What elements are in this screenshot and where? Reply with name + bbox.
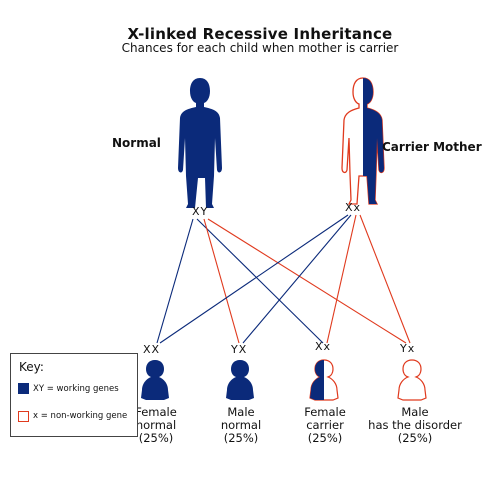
child3-figure xyxy=(309,359,339,401)
father-silhouette xyxy=(178,78,222,208)
key-legend: Key: XY = working genes x = non-working … xyxy=(10,353,138,437)
child3-label: Female carrier (25%) xyxy=(286,406,364,445)
mother-silhouette-fill xyxy=(363,78,384,204)
child3-genotype: Xx xyxy=(315,340,332,353)
child1-chance: (25%) xyxy=(138,431,174,445)
line-mother-X-to-child1 xyxy=(159,214,349,344)
diagram-subtitle: Chances for each child when mother is ca… xyxy=(121,41,399,55)
child1-status: normal xyxy=(135,418,177,432)
line-mother-x-to-child3 xyxy=(326,214,357,344)
child3-chance: (25%) xyxy=(307,431,343,445)
nonworking-gene-label: x = non-working gene xyxy=(33,411,128,421)
child2-label: Male normal (25%) xyxy=(201,406,281,445)
line-father-y-to-child2 xyxy=(203,218,240,344)
child1-genotype: XX xyxy=(143,343,161,356)
nonworking-gene-swatch xyxy=(18,411,29,422)
child2-genotype: YX xyxy=(231,343,248,356)
child1-sex: Female xyxy=(135,405,177,419)
father-figure xyxy=(178,78,222,208)
child1-figure xyxy=(141,360,169,400)
working-gene-label: XY = working genes xyxy=(33,384,119,394)
mother-figure xyxy=(341,77,385,205)
child2-chance: (25%) xyxy=(223,431,259,445)
key-title: Key: xyxy=(19,360,44,374)
line-mother-x-to-child4 xyxy=(359,214,411,344)
line-mother-X-to-child2 xyxy=(242,214,352,344)
line-father-x-to-child3 xyxy=(196,218,324,344)
child4-genotype: Yx xyxy=(400,342,416,355)
child4-chance: (25%) xyxy=(397,431,433,445)
line-father-y-to-child4 xyxy=(207,218,407,344)
child4-sex: Male xyxy=(401,405,429,419)
baby-silhouette xyxy=(226,360,254,400)
father-genotype: XY xyxy=(192,205,209,218)
child1-label: Female normal (25%) xyxy=(118,406,194,445)
baby-silhouette-half-fill xyxy=(310,360,324,400)
baby-silhouette xyxy=(141,360,169,400)
working-gene-swatch xyxy=(18,383,29,394)
child3-sex: Female xyxy=(304,405,346,419)
child3-status: carrier xyxy=(306,418,344,432)
mother-label: Carrier Mother xyxy=(382,140,482,154)
father-label: Normal xyxy=(112,136,161,150)
child4-figure xyxy=(397,359,427,401)
child2-sex: Male xyxy=(227,405,255,419)
diagram-title: X-linked Recessive Inheritance xyxy=(127,25,393,43)
child4-label: Male has the disorder (25%) xyxy=(360,406,470,445)
baby-silhouette-outline xyxy=(397,359,427,401)
child2-figure xyxy=(226,360,254,400)
mother-genotype: Xx xyxy=(345,201,362,214)
child2-status: normal xyxy=(220,418,262,432)
child4-status: has the disorder xyxy=(368,418,462,432)
line-father-x-to-child1 xyxy=(156,218,194,344)
inheritance-lines xyxy=(156,214,411,344)
